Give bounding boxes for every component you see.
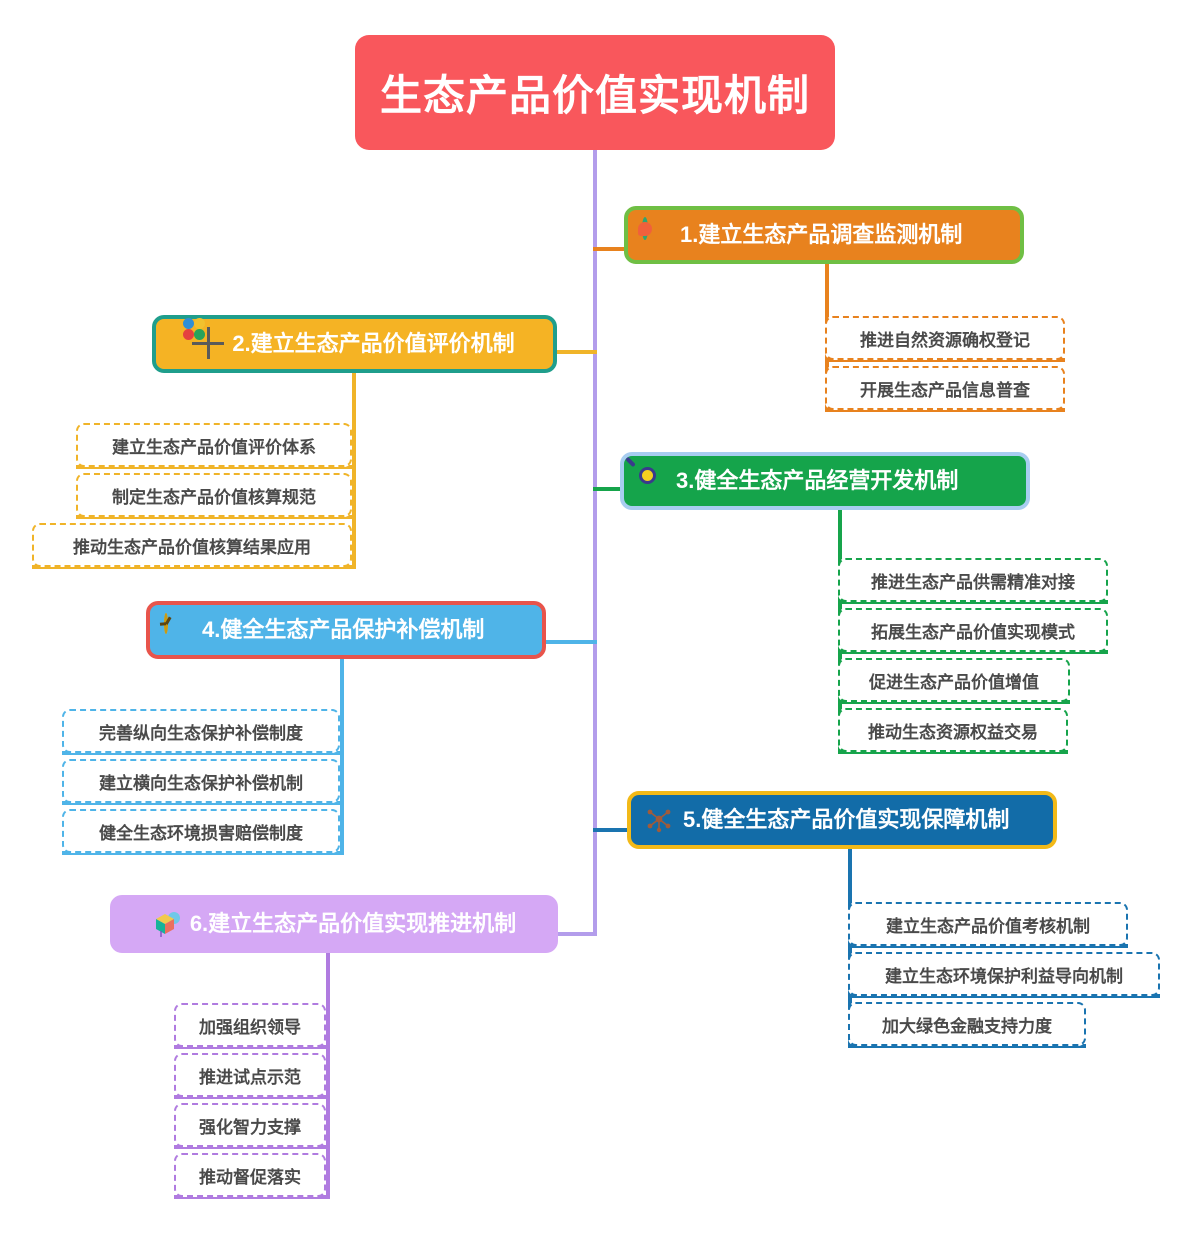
branch-stem-b5 [593, 828, 627, 832]
recycle-icon [642, 217, 648, 240]
leaf-node[interactable]: 推进自然资源确权登记 [825, 316, 1065, 360]
branch-node-b5[interactable]: 5.健全生态产品价值实现保障机制 [627, 791, 1057, 849]
branch-icon-b2 [183, 318, 224, 359]
branch-icon-b1 [642, 217, 672, 250]
leaf-underline [825, 358, 1065, 362]
leaf-label: 建立生态产品价值考核机制 [886, 916, 1090, 936]
leaf-label: 加强组织领导 [199, 1017, 301, 1037]
leaf-label: 健全生态环境损害赔偿制度 [99, 823, 303, 843]
leaf-underline [174, 1195, 330, 1199]
leaf-label: 加大绿色金融支持力度 [882, 1016, 1052, 1036]
leaf-node[interactable]: 推进试点示范 [174, 1053, 326, 1097]
cube-icon [152, 909, 182, 939]
leaf-node[interactable]: 加大绿色金融支持力度 [848, 1002, 1086, 1046]
branch-node-b2[interactable]: 2.建立生态产品价值评价机制 [152, 315, 557, 373]
child-spine-b2 [352, 373, 356, 567]
leaf-underline [174, 1045, 330, 1049]
main-trunk-line [593, 150, 597, 932]
leaf-underline [76, 465, 356, 469]
leaf-node[interactable]: 推动生态资源权益交易 [838, 708, 1068, 752]
leaf-underline [838, 650, 1108, 654]
leaf-underline [848, 1044, 1086, 1048]
leaf-underline [62, 801, 344, 805]
branch-label-b4: 4.健全生态产品保护补偿机制 [202, 617, 485, 642]
leaf-underline [174, 1095, 330, 1099]
leaf-underline [32, 565, 356, 569]
leaf-label: 推动生态资源权益交易 [868, 722, 1038, 742]
leaf-label: 促进生态产品价值增值 [869, 672, 1039, 692]
branch-node-b3[interactable]: 3.健全生态产品经营开发机制 [620, 452, 1030, 510]
branch-label-b6: 6.建立生态产品价值实现推进机制 [189, 911, 517, 936]
leaf-label: 推动督促落实 [199, 1167, 301, 1187]
leaf-label: 强化智力支撑 [199, 1117, 301, 1137]
leaf-node[interactable]: 推进生态产品供需精准对接 [838, 558, 1108, 602]
trunk-elbow-b6 [558, 932, 597, 936]
leaf-label: 推动生态产品价值核算结果应用 [73, 537, 311, 557]
branch-node-b6[interactable]: 6.建立生态产品价值实现推进机制 [110, 895, 558, 953]
leaf-label: 推进生态产品供需精准对接 [871, 572, 1075, 592]
leaf-label: 完善纵向生态保护补偿制度 [99, 723, 303, 743]
leaf-underline [825, 408, 1065, 412]
leaf-label: 建立生态环境保护利益导向机制 [885, 966, 1123, 986]
leaf-underline [62, 751, 344, 755]
leaf-node[interactable]: 完善纵向生态保护补偿制度 [62, 709, 340, 753]
leaf-label: 建立生态产品价值评价体系 [112, 437, 316, 457]
leaf-label: 建立横向生态保护补偿机制 [99, 773, 303, 793]
leaf-node[interactable]: 促进生态产品价值增值 [838, 658, 1070, 702]
leaf-label: 推进试点示范 [199, 1067, 301, 1087]
branch-icon-b6 [152, 909, 182, 939]
leaf-underline [62, 851, 344, 855]
leaf-node[interactable]: 推动督促落实 [174, 1153, 326, 1197]
leaf-node[interactable]: 推动生态产品价值核算结果应用 [32, 523, 352, 567]
child-spine-b4 [340, 659, 344, 853]
branch-icon-b3 [638, 466, 668, 496]
branch-label-b2: 2.建立生态产品价值评价机制 [232, 331, 515, 356]
child-spine-b6 [326, 953, 330, 1197]
leaf-node[interactable]: 强化智力支撑 [174, 1103, 326, 1147]
leaf-node[interactable]: 建立生态产品价值评价体系 [76, 423, 352, 467]
branch-stem-b4 [546, 640, 597, 644]
leaf-node[interactable]: 加强组织领导 [174, 1003, 326, 1047]
branch-label-b5: 5.健全生态产品价值实现保障机制 [683, 807, 1010, 832]
leaf-label: 开展生态产品信息普查 [860, 380, 1030, 400]
leaf-node[interactable]: 建立横向生态保护补偿机制 [62, 759, 340, 803]
branch-node-b4[interactable]: 4.健全生态产品保护补偿机制 [146, 601, 546, 659]
leaf-underline [838, 700, 1070, 704]
leaf-node[interactable]: 开展生态产品信息普查 [825, 366, 1065, 410]
leaf-underline [838, 600, 1108, 604]
branch-icon-b5 [645, 805, 675, 835]
branch-label-b3: 3.健全生态产品经营开发机制 [676, 468, 959, 493]
leaf-node[interactable]: 制定生态产品价值核算规范 [76, 473, 352, 517]
leaf-label: 推进自然资源确权登记 [860, 330, 1030, 350]
leaf-underline [76, 515, 356, 519]
leaf-node[interactable]: 建立生态环境保护利益导向机制 [848, 952, 1160, 996]
leaf-node[interactable]: 拓展生态产品价值实现模式 [838, 608, 1108, 652]
leaf-underline [838, 750, 1068, 754]
leaf-label: 制定生态产品价值核算规范 [112, 487, 316, 507]
root-node[interactable]: 生态产品价值实现机制 [355, 35, 835, 150]
leaf-node[interactable]: 健全生态环境损害赔偿制度 [62, 809, 340, 853]
branch-stem-b2 [557, 350, 597, 354]
branch-label-b1: 1.建立生态产品调查监测机制 [680, 222, 963, 247]
network-icon [645, 805, 675, 833]
clock-icon [164, 613, 168, 634]
leaf-label: 拓展生态产品价值实现模式 [871, 622, 1075, 642]
leaf-underline [848, 944, 1128, 948]
leaf-underline [848, 994, 1160, 998]
branch-node-b1[interactable]: 1.建立生态产品调查监测机制 [624, 206, 1024, 264]
leaf-underline [174, 1145, 330, 1149]
branch-stem-b1 [593, 247, 624, 251]
branch-icon-b4 [164, 613, 194, 645]
branch-stem-b3 [593, 487, 620, 491]
leaf-node[interactable]: 建立生态产品价值考核机制 [848, 902, 1128, 946]
root-label: 生态产品价值实现机制 [379, 72, 810, 119]
